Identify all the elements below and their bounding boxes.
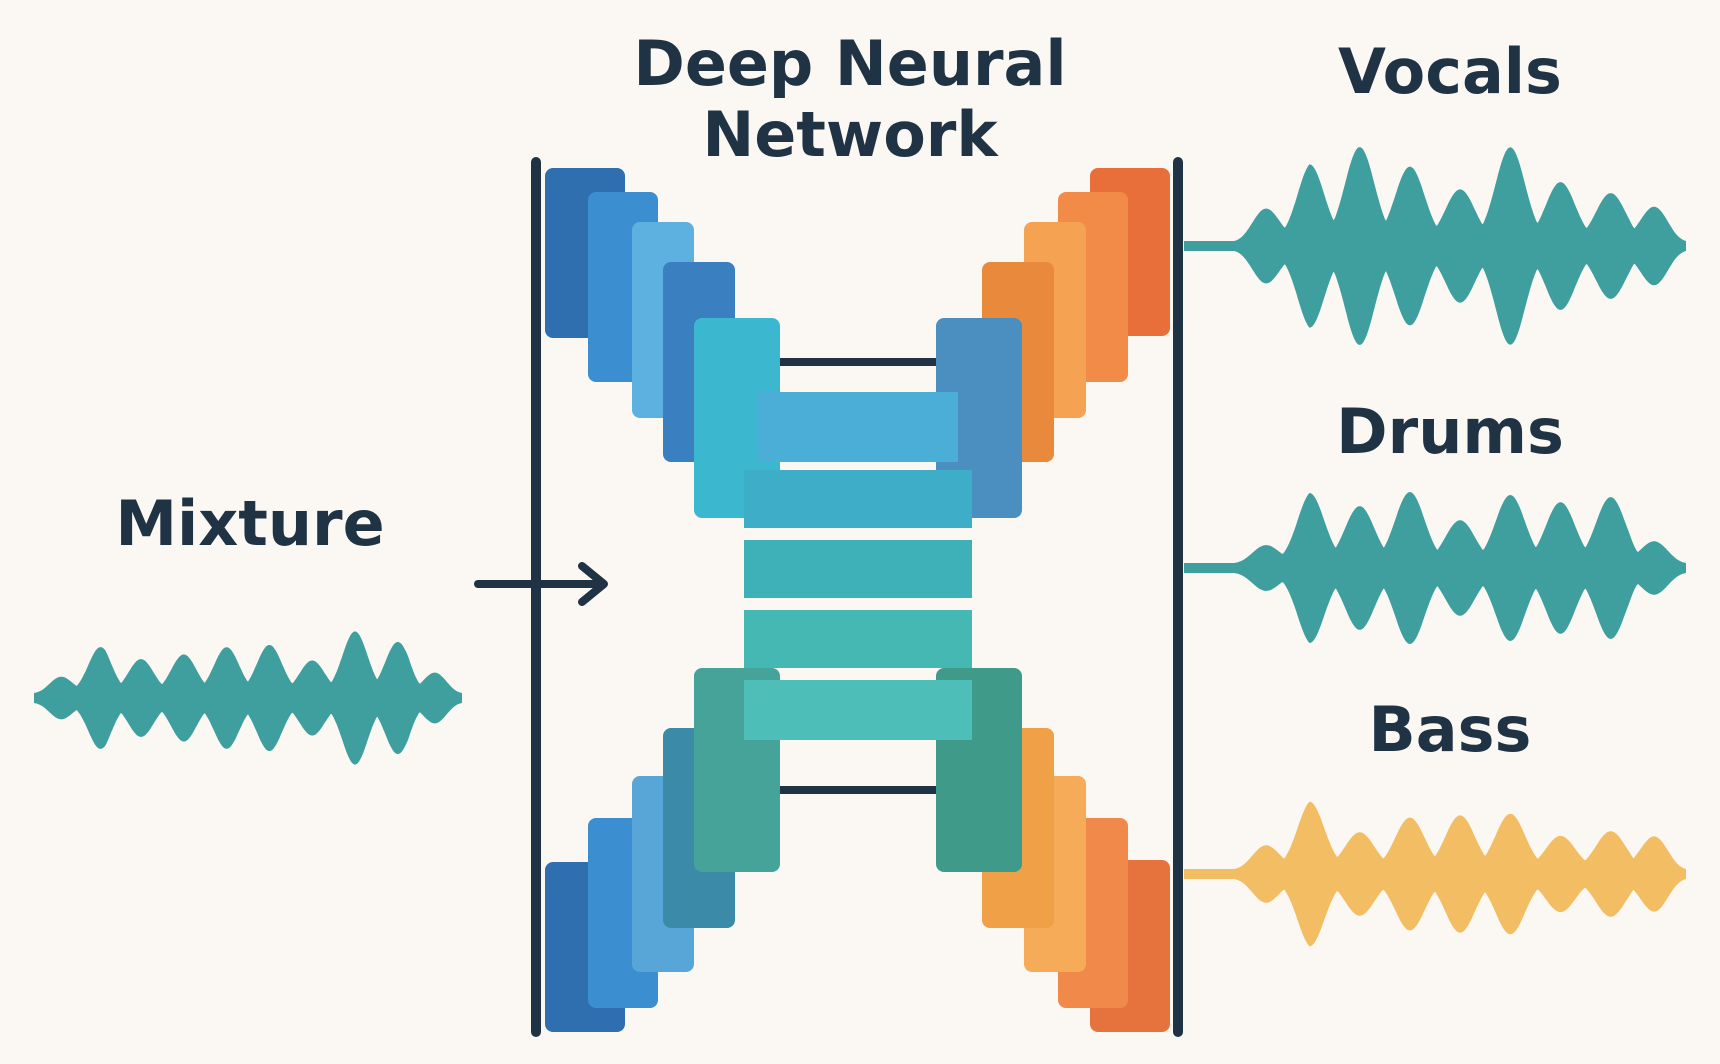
output-label-drums: Drums [1336,395,1564,468]
bottleneck-layer [744,680,972,740]
drums-waveform [1184,492,1686,644]
bottleneck-layer [758,392,958,462]
input-label-mixture: Mixture [115,487,385,560]
lower-encoder [545,668,780,1032]
vocals-waveform [1184,147,1686,345]
encoder-block [694,318,780,518]
bottleneck-layer [744,470,972,528]
diagram-title: Deep Neural Network [633,27,1067,172]
output-label-bass: Bass [1368,693,1532,766]
upper-encoder [545,168,780,518]
upper-decoder [936,168,1170,518]
bottleneck-layer [744,610,972,668]
input-arrow [474,562,608,606]
bottleneck-layer [744,540,972,598]
bottleneck [744,392,972,740]
output-label-vocals: Vocals [1338,35,1562,108]
bass-waveform [1184,801,1686,947]
mixture-waveform [34,631,462,765]
decoder-block [936,318,1022,518]
